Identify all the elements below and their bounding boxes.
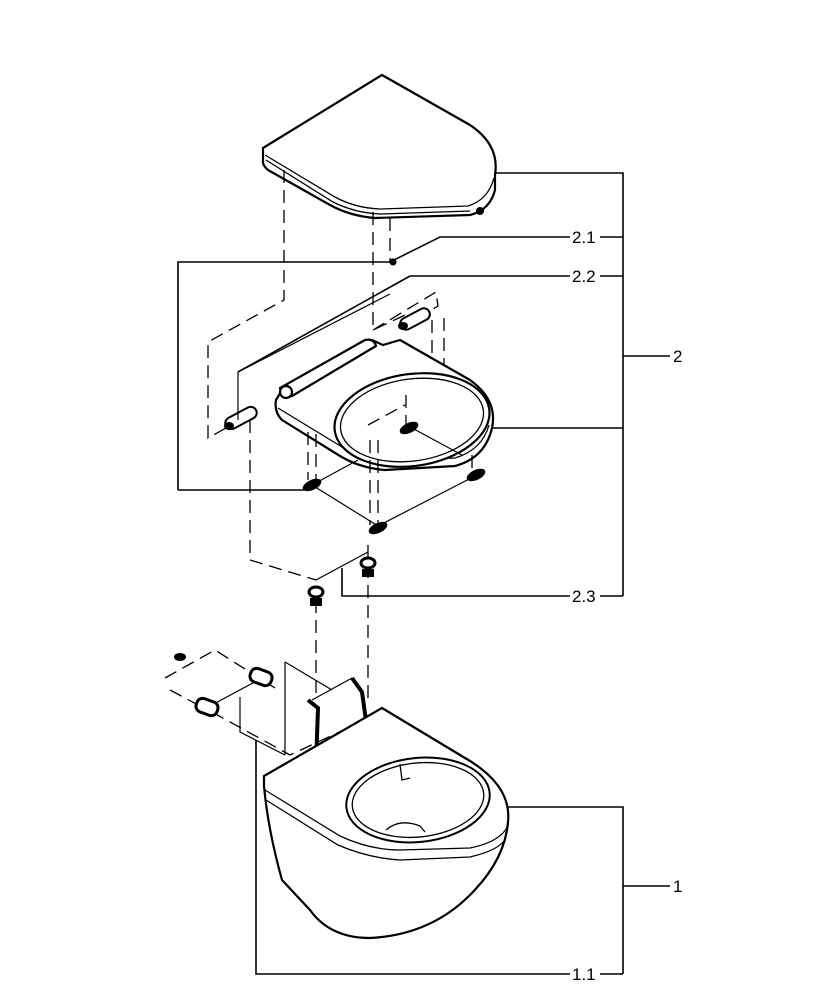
toilet-bowl: [262, 706, 510, 940]
callout-2: 2: [673, 347, 682, 366]
wall-fixing-set: [164, 649, 366, 756]
seat-ring: [274, 338, 495, 472]
callout-leaders: [177, 172, 670, 975]
callout-2-3: 2.3: [572, 587, 596, 606]
cover-alignment-lines: [207, 170, 406, 440]
callout-2-1: 2.1: [572, 228, 596, 247]
seat-cover: [261, 73, 497, 220]
callout-1: 1: [673, 877, 682, 896]
callout-1-1: 1.1: [572, 965, 596, 984]
fixing-studs: [307, 545, 377, 705]
seat-buffers: [302, 395, 486, 535]
hinge-to-fixing-line: [249, 420, 317, 581]
callout-2-2: 2.2: [572, 267, 596, 286]
